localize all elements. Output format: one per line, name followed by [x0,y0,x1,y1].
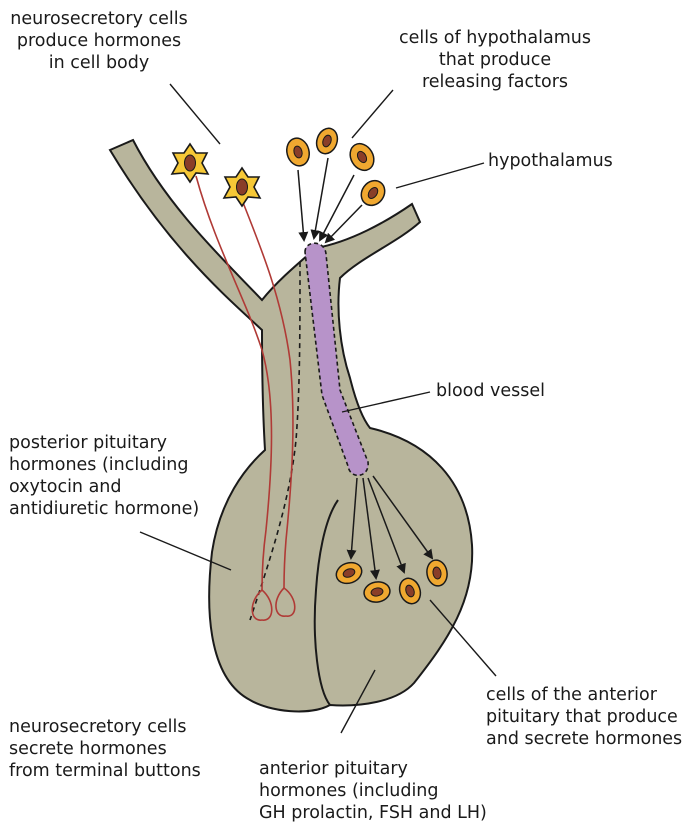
label-neurosecretory-produce: neurosecretory cells produce hormones in… [4,8,194,74]
label-line: pituitary that produce [486,706,682,728]
label-line: that produce [390,49,600,71]
label-posterior-hormones: posterior pituitary hormones (including … [9,432,199,520]
label-line: cells of the anterior [486,684,682,706]
label-line: oxytocin and [9,476,199,498]
label-line: hormones (including [9,454,199,476]
label-line: blood vessel [436,380,545,402]
label-line: GH prolactin, FSH and LH) [259,802,487,824]
label-line: neurosecretory cells [9,716,201,738]
label-line: anterior pituitary [259,758,487,780]
label-blood-vessel: blood vessel [436,380,545,402]
label-line: and secrete hormones [486,728,682,750]
label-line: antidiuretic hormone) [9,498,199,520]
label-line: posterior pituitary [9,432,199,454]
label-hypothalamus-cells: cells of hypothalamus that produce relea… [390,27,600,93]
leader-neurosecretory-produce [170,84,220,144]
label-line: in cell body [4,52,194,74]
leader-hypothalamus [396,163,484,188]
label-neurosecretory-secrete: neurosecretory cells secrete hormones fr… [9,716,201,782]
label-anterior-cells: cells of the anterior pituitary that pro… [486,684,682,750]
label-hypothalamus: hypothalamus [488,150,613,172]
label-line: releasing factors [390,71,600,93]
hypothalamus-cell-3 [345,139,378,174]
leader-hypothalamus-cells [352,90,393,138]
pituitary-gland [110,140,472,711]
arrow-releasing-1 [298,170,304,240]
label-line: neurosecretory cells [4,8,194,30]
label-line: from terminal buttons [9,760,201,782]
hypothalamus-cell-1 [284,136,312,169]
label-line: hormones (including [259,780,487,802]
label-line: secrete hormones [9,738,201,760]
hypothalamus-cell-2 [313,125,341,156]
neurosecretory-cell-2 [224,168,260,206]
label-line: cells of hypothalamus [390,27,600,49]
label-line: hypothalamus [488,150,613,172]
label-anterior-hormones: anterior pituitary hormones (including G… [259,758,487,824]
neurosecretory-cell-1 [172,144,208,182]
arrow-releasing-2 [314,158,328,238]
label-line: produce hormones [4,30,194,52]
